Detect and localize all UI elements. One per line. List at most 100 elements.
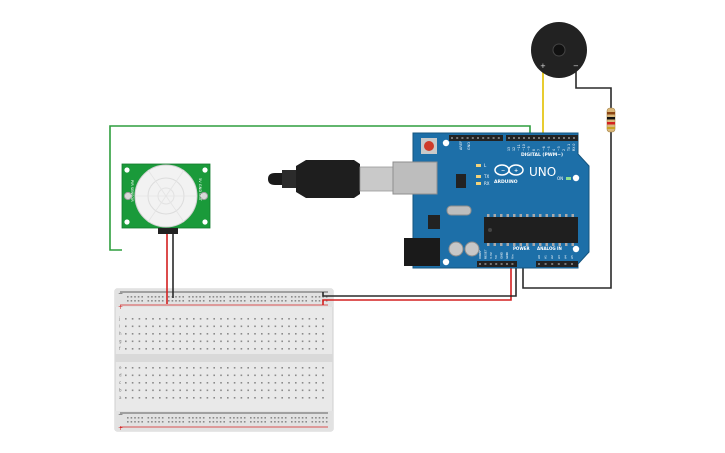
header-pin[interactable] [548, 137, 550, 139]
header-pin[interactable] [456, 137, 459, 139]
header-pin[interactable] [523, 137, 525, 139]
header-pins [451, 137, 575, 265]
chip-pin [506, 243, 509, 246]
breadboard-hole [260, 417, 263, 419]
chip-pin [500, 214, 503, 217]
header-pin[interactable] [487, 137, 490, 139]
reset-button[interactable] [424, 141, 434, 151]
wire-gnd-to-rail[interactable] [322, 264, 517, 297]
pir-potentiometer[interactable] [199, 191, 209, 201]
header-pin[interactable] [506, 263, 508, 265]
breadboard-hole [192, 296, 194, 298]
breadboard-hole [216, 296, 218, 298]
header-pin[interactable] [497, 137, 500, 139]
breadboard-hole [270, 296, 273, 298]
header-pin[interactable] [477, 137, 479, 139]
breadboard-hole [291, 296, 293, 298]
header-pin[interactable] [495, 263, 498, 265]
breadboard-hole [261, 382, 263, 384]
usb-cable-tail [268, 173, 282, 185]
breadboard-hole [193, 389, 195, 392]
header-pin[interactable] [533, 137, 535, 139]
header-pin[interactable] [489, 263, 492, 265]
pir-sensor[interactable]: PIR SENSOR 5V GND OUT [121, 163, 211, 234]
wire-resistor-to-buzzer[interactable] [575, 70, 612, 108]
breadboard-hole [281, 367, 283, 369]
breadboard-hole [267, 340, 270, 343]
breadboard-hole [305, 296, 307, 298]
breadboard-hole [137, 417, 140, 419]
header-pin[interactable] [471, 137, 474, 139]
piezo-buzzer[interactable]: + − [531, 22, 587, 78]
usb-cable[interactable] [268, 160, 395, 198]
header-pin[interactable] [563, 137, 565, 139]
header-pin[interactable] [451, 137, 453, 139]
breadboard-hole [219, 417, 222, 419]
breadboard-hole [199, 397, 202, 399]
breadboard-hole [243, 296, 246, 298]
header-pin[interactable] [543, 137, 545, 139]
breadboard-hole [125, 389, 127, 392]
breadboard-hole [147, 421, 150, 423]
breadboard-hole [250, 300, 252, 302]
pir-label-right: 5V GND OUT [198, 178, 202, 202]
chip-pin [545, 243, 548, 246]
breadboard-hole [168, 417, 170, 419]
breadboard-hole [240, 296, 242, 298]
label-l: L [484, 163, 487, 168]
breadboard-hole [186, 374, 188, 377]
breadboard-hole [186, 333, 188, 335]
chip-pin [539, 214, 542, 217]
header-pin[interactable] [500, 263, 503, 265]
header-pin[interactable] [511, 263, 514, 265]
label-gnd: GND [467, 142, 471, 150]
wire-pir-out-to-d2[interactable] [109, 125, 531, 251]
header-pin[interactable] [466, 137, 469, 139]
wire-5v-to-rail[interactable] [322, 264, 512, 305]
header-pin[interactable] [492, 137, 495, 139]
header-pin[interactable] [482, 137, 485, 139]
wire-gnd-to-resistor[interactable] [522, 132, 612, 289]
breadboard-hole [193, 374, 195, 377]
breadboard-hole [267, 382, 270, 384]
header-pin[interactable] [564, 263, 567, 265]
header-pin[interactable] [528, 137, 530, 139]
breadboard-hole [154, 417, 157, 419]
header-pin[interactable] [508, 137, 510, 139]
header-pin[interactable] [551, 263, 554, 265]
resistor-band-1 [607, 112, 615, 115]
breadboard-hole [131, 382, 134, 384]
breadboard-hole [186, 382, 188, 384]
pir-potentiometer[interactable] [123, 191, 133, 201]
breadboard-hole [152, 318, 154, 320]
header-pin[interactable] [484, 263, 487, 265]
breadboard-hole [161, 417, 164, 419]
header-pin[interactable] [461, 137, 464, 139]
breadboard-hole [298, 300, 300, 302]
breadboard-hole [261, 318, 263, 320]
breadboard-hole [145, 325, 147, 328]
header-pin[interactable] [538, 137, 540, 139]
header-pin[interactable] [573, 137, 575, 139]
header-pin[interactable] [513, 137, 515, 139]
header-pin[interactable] [571, 263, 573, 265]
breadboard-hole [168, 421, 170, 423]
header-pin[interactable] [553, 137, 555, 139]
header-pin[interactable] [558, 137, 560, 139]
header-pin[interactable] [568, 137, 570, 139]
breadboard-row-letter: d [119, 373, 122, 378]
breadboard-hole [257, 421, 259, 423]
breadboard-hole [131, 374, 134, 377]
header-pin[interactable] [557, 263, 560, 265]
header-pin[interactable] [538, 263, 540, 265]
breadboard-hole [220, 397, 222, 399]
header-pin[interactable] [518, 137, 520, 139]
breadboard-hole [125, 340, 127, 343]
header-pin[interactable] [544, 263, 547, 265]
breadboard-hole [165, 389, 168, 392]
breadboard-hole [264, 421, 266, 423]
header-pin[interactable] [479, 263, 481, 265]
resistor[interactable] [606, 107, 616, 133]
